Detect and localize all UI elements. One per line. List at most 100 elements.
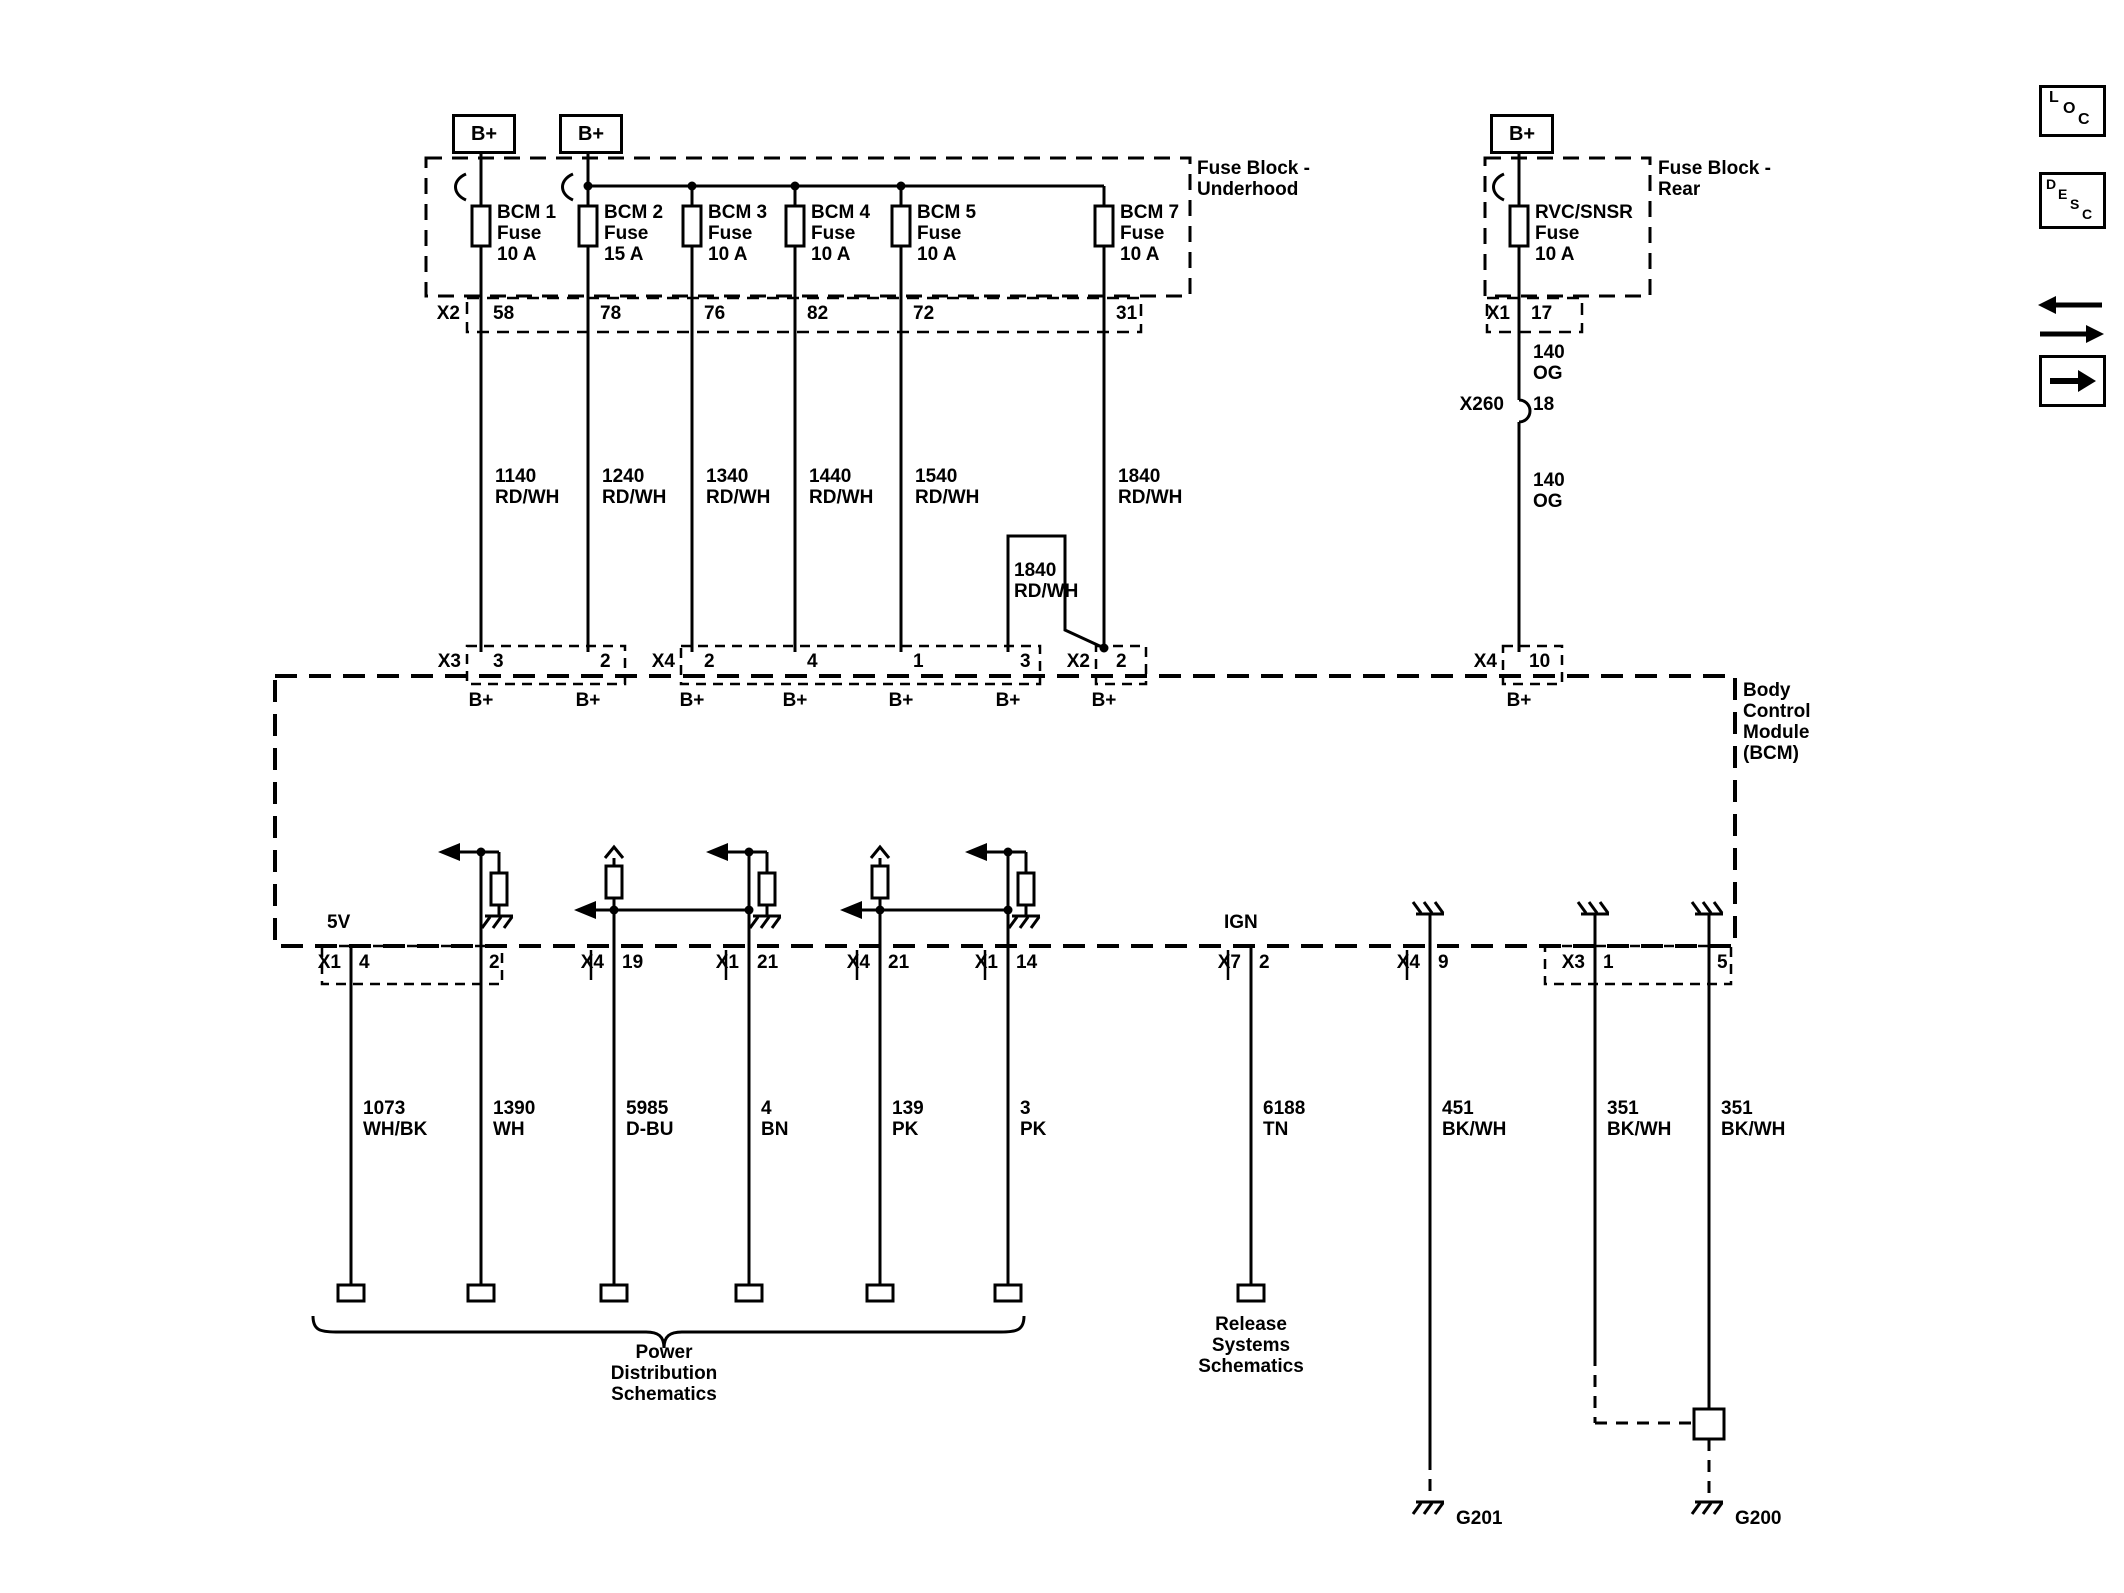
loc-letter-o: O — [2063, 100, 2076, 117]
nav-arrows-icon[interactable] — [2038, 296, 2104, 343]
connector-x2-label: X2 — [436, 303, 460, 324]
x1-pin-4: 4 — [359, 952, 370, 973]
ground-g201-label: G201 — [1456, 1508, 1503, 1529]
x3-pin-5: 5 — [1717, 952, 1728, 973]
connector-x7-label: X7 — [1217, 952, 1241, 973]
bplus-pin-label-7: B+ — [1091, 690, 1117, 711]
splice-box — [1692, 1407, 1726, 1441]
pin-17: 17 — [1531, 303, 1553, 324]
connector-x4b-label: X4 — [846, 952, 870, 973]
connector-x260-label: X260 — [1459, 394, 1504, 415]
wire-140-og-lower-label: 140 OG — [1533, 470, 1565, 512]
wire-3-pk-label: 3 PK — [1020, 1098, 1047, 1140]
power-brace — [311, 1315, 1026, 1349]
connector-x1-label: X1 — [1486, 303, 1510, 324]
fuse-bcm2-label: BCM 2 Fuse 15 A — [604, 202, 664, 265]
five-volt-label: 5V — [327, 912, 351, 933]
x3-pin-2: 2 — [600, 651, 611, 672]
bplus-pin-label-1: B+ — [468, 690, 494, 711]
bcm-outline — [273, 674, 1737, 948]
connector-x1c-label: X1 — [974, 952, 998, 973]
bcm-module-label: Body Control Module (BCM) — [1743, 680, 1811, 764]
fuse-bcm3-label: BCM 3 Fuse 10 A — [708, 202, 768, 265]
ground-g201-symbol — [1411, 1500, 1446, 1516]
bcm-internal-symbols — [438, 843, 1725, 930]
desc-letter-c: C — [2082, 206, 2093, 222]
bcm-bottom-connectors — [320, 944, 1733, 986]
bplus-terminal-2: B+ — [559, 114, 623, 154]
bottom-wires — [349, 946, 1711, 1458]
x2-pin-2: 2 — [1116, 651, 1127, 672]
x4-pin-9: 9 — [1438, 952, 1449, 973]
pin-82: 82 — [807, 303, 829, 324]
pin-78: 78 — [600, 303, 622, 324]
x4-pin-10: 10 — [1529, 651, 1551, 672]
wire-140-og-upper-label: 140 OG — [1533, 342, 1565, 384]
connector-x1b-label: X1 — [715, 952, 739, 973]
wire-1390-label: 1390 WH — [493, 1098, 536, 1140]
wire-351b-label: 351 BK/WH — [1721, 1098, 1786, 1140]
pin-18: 18 — [1533, 394, 1555, 415]
connector-x1a-label: X1 — [317, 952, 341, 973]
x7-pin-2: 2 — [1259, 952, 1270, 973]
x4-pin-3: 3 — [1020, 651, 1031, 672]
circuit-terminals — [336, 1283, 1266, 1303]
ground-g200-label: G200 — [1735, 1508, 1782, 1529]
fuse-bcm4-label: BCM 4 Fuse 10 A — [811, 202, 871, 265]
wire-1240-label: 1240 RD/WH — [602, 466, 667, 508]
release-systems-ref: Release Systems Schematics — [1198, 1314, 1304, 1377]
connector-x3b-label: X3 — [1561, 952, 1585, 973]
fuse-block-underhood-label: Fuse Block - Underhood — [1197, 158, 1310, 200]
x4-pin-1: 1 — [913, 651, 924, 672]
wire-5985-label: 5985 D-BU — [626, 1098, 674, 1140]
fuse-bcm7-label: BCM 7 Fuse 10 A — [1120, 202, 1180, 265]
bottom-dashed-wires — [1428, 1354, 1711, 1500]
connector-x4c-label: X4 — [1396, 952, 1420, 973]
pin-31: 31 — [1116, 303, 1138, 324]
connector-x4a-label: X4 — [580, 952, 604, 973]
bplus-pin-label-3: B+ — [679, 690, 705, 711]
bplus-terminal-1: B+ — [452, 114, 516, 154]
connector-x2-bcm-label: X2 — [1066, 651, 1090, 672]
loc-icon[interactable]: L O C — [2039, 85, 2106, 137]
ground-g200-symbol — [1690, 1500, 1725, 1516]
connector-rows-top — [465, 296, 1584, 334]
junction-dots-internal — [476, 847, 1013, 915]
connector-x3-label: X3 — [437, 651, 461, 672]
forward-arrow-icon[interactable] — [2050, 370, 2096, 392]
x4-pin-4: 4 — [807, 651, 818, 672]
wire-1840-label: 1840 RD/WH — [1118, 466, 1183, 508]
bplus-pin-label-5: B+ — [888, 690, 914, 711]
loc-letter-l: L — [2049, 89, 2059, 106]
wire-4-bn-label: 4 BN — [761, 1098, 789, 1140]
top-feed-wires — [454, 152, 1521, 206]
wire-1073-label: 1073 WH/BK — [363, 1098, 428, 1140]
loc-letter-c: C — [2078, 111, 2090, 128]
x1-pin-21: 21 — [757, 952, 779, 973]
junction-dots-top — [583, 181, 906, 191]
wire-1840-branch-label: 1840 RD/WH — [1014, 560, 1079, 602]
desc-letter-d: D — [2046, 176, 2057, 192]
bplus-pin-label-8: B+ — [1506, 690, 1532, 711]
wire-1140-label: 1140 RD/WH — [495, 466, 560, 508]
desc-icon[interactable]: D E S C — [2039, 172, 2106, 229]
bcm-top-connectors — [465, 644, 1564, 686]
pin-72: 72 — [913, 303, 935, 324]
x4-pin-2: 2 — [704, 651, 715, 672]
wire-1340-label: 1340 RD/WH — [706, 466, 771, 508]
wire-6188-label: 6188 TN — [1263, 1098, 1306, 1140]
fuse-bcm5-label: BCM 5 Fuse 10 A — [917, 202, 977, 265]
power-distribution-ref: Power Distribution Schematics — [610, 1342, 718, 1405]
bplus-pin-label-4: B+ — [782, 690, 808, 711]
wire-351a-label: 351 BK/WH — [1607, 1098, 1672, 1140]
bplus-terminal-rear: B+ — [1490, 114, 1554, 154]
x1-pin-2: 2 — [489, 952, 500, 973]
forward-arrow-box[interactable] — [2039, 355, 2106, 407]
fuse-bcm1-label: BCM 1 Fuse 10 A — [497, 202, 557, 265]
x4-pin-19: 19 — [622, 952, 644, 973]
x3-pin-1: 1 — [1603, 952, 1614, 973]
wire-451-label: 451 BK/WH — [1442, 1098, 1507, 1140]
connector-x4-right-label: X4 — [1473, 651, 1497, 672]
